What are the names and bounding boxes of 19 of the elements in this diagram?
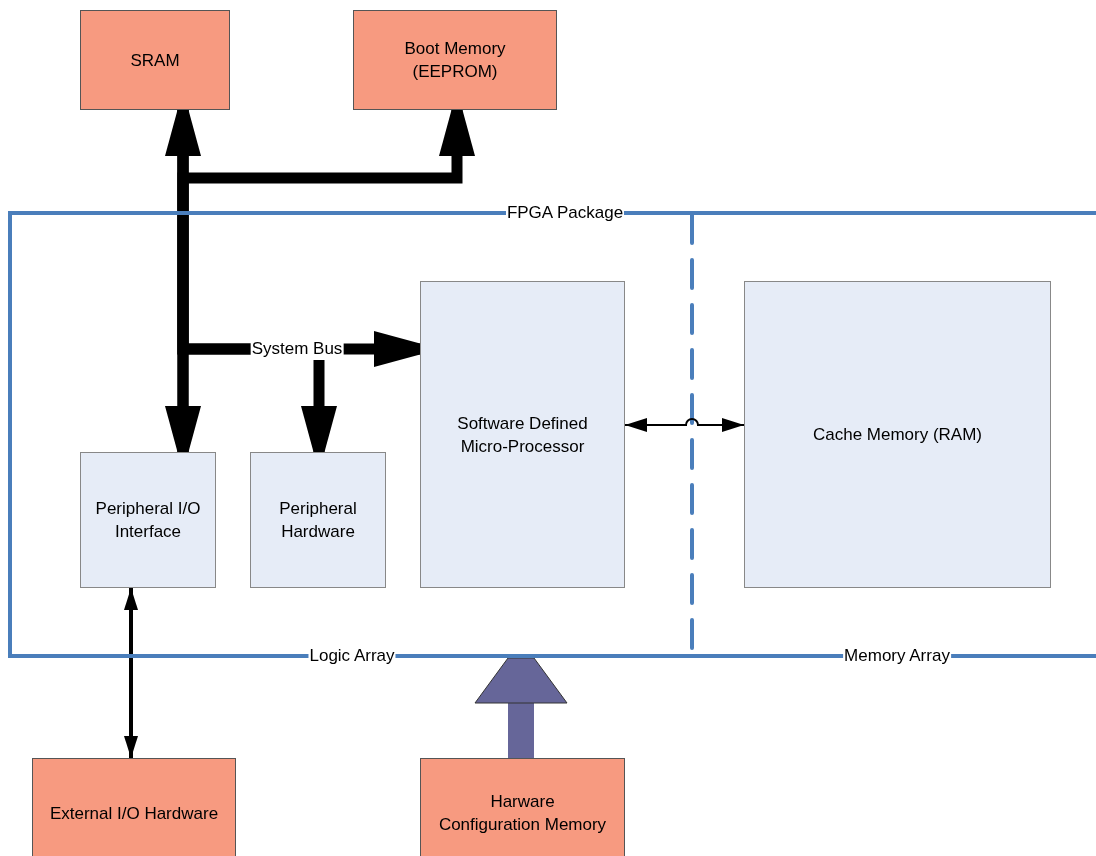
block-box <box>80 452 216 588</box>
block-label: Cache Memory (RAM) <box>811 424 984 446</box>
block-label: Software Defined Micro-Processor <box>456 412 589 458</box>
block-label: Harware Configuration Memory <box>437 791 608 836</box>
block-box <box>250 452 386 588</box>
block-box <box>744 281 1051 588</box>
arrow <box>124 588 138 758</box>
block-label: Boot Memory (EEPROM) <box>403 38 507 83</box>
block-label: Peripheral I/O Interface <box>94 498 202 543</box>
block-label: Peripheral Hardware <box>278 498 358 543</box>
external-box <box>80 10 230 110</box>
external-box <box>353 10 557 110</box>
external-box <box>420 758 625 856</box>
block-label: External I/O Hardware <box>48 802 220 825</box>
block-label: SRAM <box>129 49 181 72</box>
arrow <box>624 418 745 432</box>
block-box <box>420 281 625 588</box>
frame-title: FPGA Package <box>505 203 625 222</box>
external-box <box>32 758 236 856</box>
